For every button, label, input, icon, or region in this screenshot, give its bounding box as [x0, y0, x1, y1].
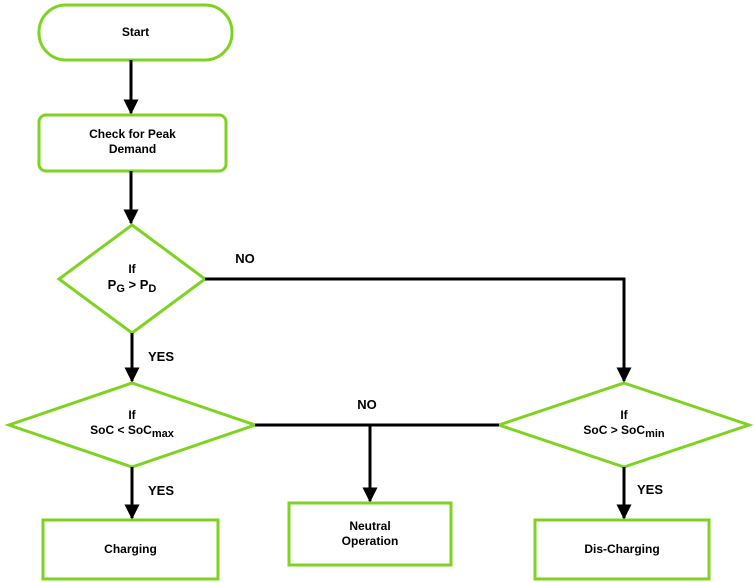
neutral-line2: Operation [341, 534, 399, 548]
start-terminal [37, 3, 234, 62]
check-peak-line2: Demand [108, 142, 157, 156]
edge-label-d2-no: NO [357, 397, 377, 412]
decision3-lhs: SoC > SoC [583, 423, 646, 437]
decision3-condition: SoC > SoCmin [554, 423, 694, 442]
check-peak-label: Check for Peak Demand [39, 127, 226, 157]
neutral-line1: Neutral [349, 519, 391, 533]
decision1-pd-sub: D [148, 283, 157, 295]
decision3-sub: min [645, 428, 665, 440]
start-label: Start [121, 25, 150, 39]
decision2-lhs: SoC < SoC [90, 423, 152, 437]
decision2-sub: max [151, 428, 174, 440]
neutral-process [287, 501, 453, 567]
decision1-pg: P [107, 277, 117, 292]
discharging-process [533, 518, 711, 581]
decision1-if: If [128, 262, 136, 276]
neutral-label: Neutral Operation [289, 519, 451, 549]
decision1-pd: P [139, 277, 149, 292]
decision3-label: If SoC > SoCmin [554, 408, 694, 442]
edge-label-d1-no: NO [235, 251, 255, 266]
decision2-condition: SoC < SoCmax [62, 423, 202, 442]
charging-process [41, 518, 220, 581]
discharging-label: Dis-Charging [584, 542, 660, 556]
edge-label-d3-yes: YES [636, 482, 663, 497]
check-peak-line1: Check for Peak [89, 127, 176, 141]
edge-label-d1-yes: YES [147, 349, 174, 364]
decision2-label: If SoC < SoCmax [62, 408, 202, 442]
decision2-if: If [128, 408, 136, 422]
charging-label: Charging [104, 542, 157, 556]
decision1-condition: PG > PD [82, 277, 182, 297]
decision1-label: If PG > PD [82, 262, 182, 297]
decision1-op: > [124, 277, 140, 292]
edge-label-d2-yes: YES [147, 483, 174, 498]
decision1-pg-sub: G [116, 283, 125, 295]
arrow-decision1-no [205, 277, 632, 383]
decision3-if: If [620, 408, 628, 422]
